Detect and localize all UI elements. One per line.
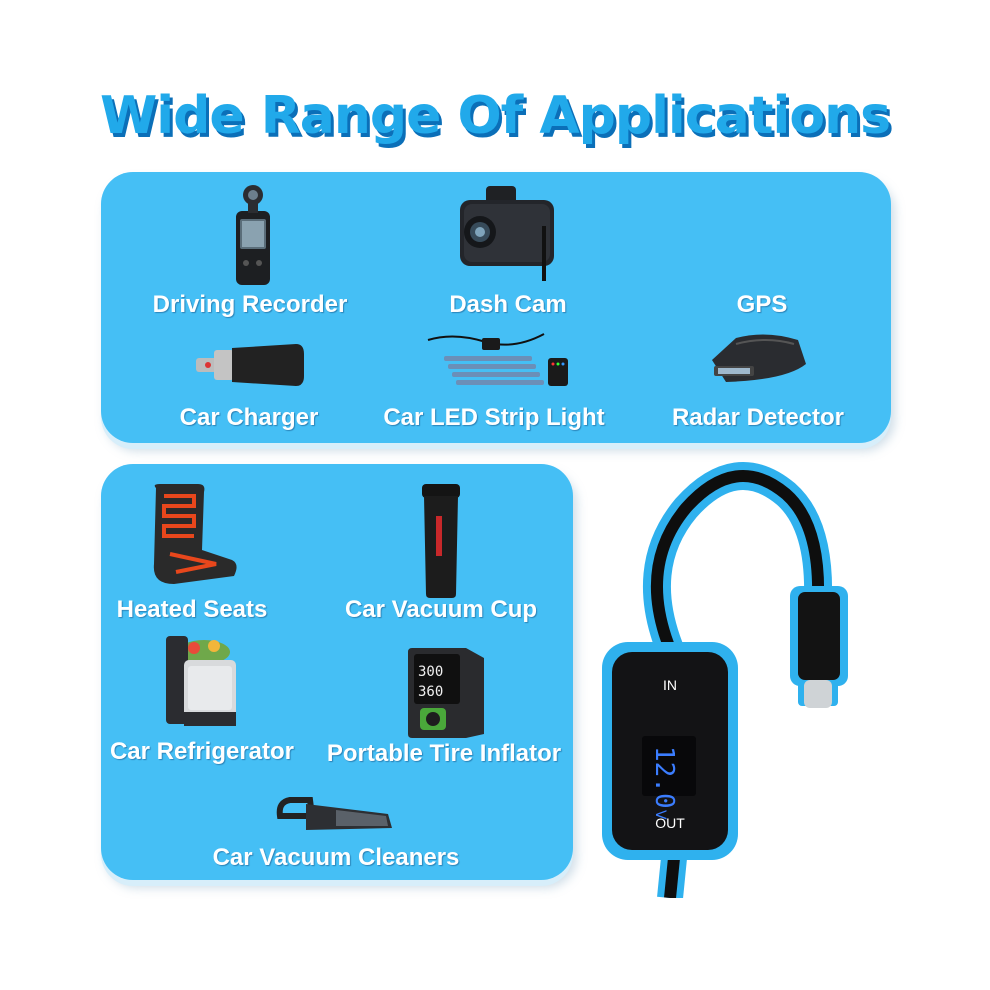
tire-inflator-icon: 300 360 [406,644,486,740]
radar-detector-icon [706,330,810,390]
display-unit: V [652,810,668,820]
out-label: OUT [655,815,685,831]
application-label: Car Vacuum Cup [344,596,538,623]
display-value: 12.0 [649,746,679,809]
application-label: Driving Recorder [152,291,348,318]
application-label: Portable Tire Inflator [326,740,562,767]
application-label: Car LED Strip Light [383,404,605,431]
vacuum-cup-icon [420,484,462,598]
svg-text:300: 300 [418,664,443,680]
application-label: Radar Detector [671,404,845,431]
svg-text:360: 360 [418,684,443,700]
application-label: GPS [736,291,788,318]
heated-seat-icon [146,484,240,588]
voltage-display: 12.0 V [649,746,679,820]
application-label: Car Charger [179,404,319,431]
application-label: Car Refrigerator [109,738,295,765]
car-charger-icon [196,342,304,388]
driving-recorder-icon [228,183,278,287]
voltage-converter-device: 12.0 V IN OUT [596,458,890,898]
in-label: IN [663,677,677,693]
application-label: Heated Seats [116,596,268,623]
dash-cam-icon [458,186,558,286]
page-title: Wide Range Of Applications [99,86,891,146]
application-label: Car Vacuum Cleaners [212,844,460,871]
vacuum-cleaner-icon [276,794,394,838]
car-refrigerator-icon [164,632,240,728]
application-label: Dash Cam [449,291,567,318]
led-strip-icon [424,328,572,390]
